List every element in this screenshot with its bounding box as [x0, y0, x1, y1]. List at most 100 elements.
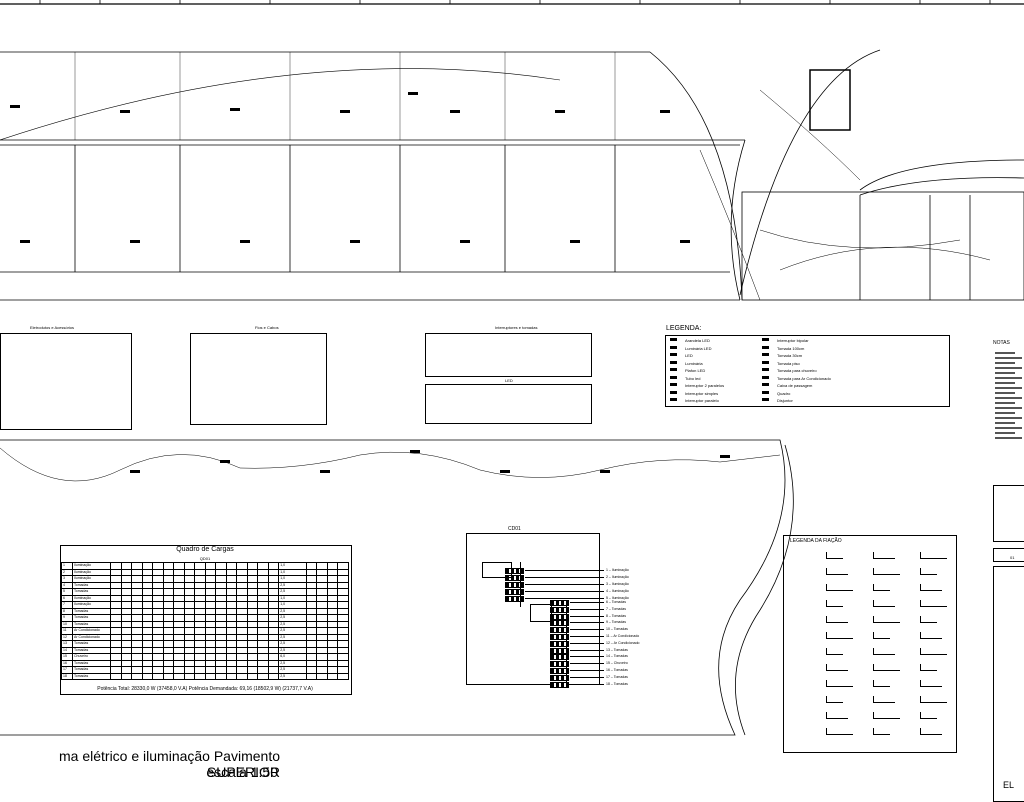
note-line	[995, 417, 1022, 419]
breaker-icon	[550, 627, 569, 634]
wire-symbol-icon	[920, 664, 937, 671]
breaker-icon	[550, 661, 569, 668]
legend-item: Interruptor 2 paralelos	[685, 383, 725, 388]
fixture-symbol	[720, 455, 730, 458]
circuit-label: 8 – Tomadas	[606, 613, 626, 618]
table-cell	[316, 575, 328, 583]
table-cell	[246, 653, 259, 661]
panel-title: CD01	[508, 526, 521, 532]
circuit-line	[570, 608, 604, 610]
circuit-label: 17 – Tomadas	[606, 674, 628, 679]
table-cell	[257, 627, 269, 635]
wire-symbol-icon	[826, 680, 853, 687]
circuit-description: Tomadas	[72, 659, 111, 667]
table-cell	[316, 640, 328, 648]
dr-device-icon	[530, 604, 552, 622]
circuit-description: Tomadas	[72, 588, 111, 596]
circuit-line	[525, 584, 604, 585]
table-cell	[257, 575, 269, 583]
table-cell	[246, 575, 259, 583]
table-cell	[316, 646, 328, 654]
circuit-power: 2,5	[278, 614, 307, 622]
table-cell	[257, 601, 269, 609]
table-cell	[305, 581, 318, 589]
circuit-line	[570, 663, 604, 664]
breaker-icon	[550, 634, 569, 640]
circuit-power: 6,0	[278, 653, 307, 661]
note-line	[995, 427, 1022, 429]
table-cell	[131, 672, 143, 680]
legend-item: Luminária LED	[685, 345, 712, 351]
table-cell	[316, 627, 328, 635]
wire-symbol-icon	[873, 568, 900, 575]
table-cell	[305, 633, 318, 641]
legend-item: Tomada piso	[777, 360, 800, 366]
table-cell	[257, 581, 269, 589]
circuit-power: 2,5	[278, 659, 307, 667]
circuit-power: 1,0	[278, 594, 307, 602]
table-cell	[162, 672, 175, 680]
legend-symbol-icon	[670, 345, 677, 349]
note-line	[995, 422, 1015, 424]
table-cell	[305, 646, 318, 654]
breaker-icon	[550, 606, 569, 613]
legend-item: Tomada 30cm	[777, 353, 803, 358]
wire-symbol-icon	[873, 584, 890, 591]
legend-item: Tomada para Ar Condicionado	[777, 375, 831, 381]
table-cell	[305, 575, 318, 583]
circuit-line	[570, 602, 604, 603]
circuit-description: Tomadas	[72, 666, 111, 674]
note-line	[995, 432, 1015, 434]
circuit-label: 12 – Ar Condicionado	[606, 640, 640, 645]
note-line	[995, 402, 1015, 404]
breaker-icon	[550, 668, 569, 674]
wire-symbol-icon	[873, 600, 895, 607]
load-table-frame	[60, 545, 352, 695]
circuit-label: 14 – Tomadas	[606, 654, 628, 659]
table-cell	[246, 633, 259, 641]
circuit-power: 2,5	[278, 672, 307, 680]
circuit-label: 9 – Tomadas	[606, 620, 626, 625]
legend-item: Plafon LED	[685, 368, 706, 373]
table-cell	[337, 627, 349, 635]
circuit-line	[570, 629, 604, 630]
wire-symbol-icon	[873, 712, 900, 719]
note-line	[995, 377, 1022, 379]
circuit-label: 10 – Tomadas	[606, 627, 628, 632]
table-cell	[257, 653, 269, 661]
table-cell	[194, 672, 206, 680]
note-line	[995, 362, 1015, 364]
table-cell	[246, 588, 259, 596]
legend-item: LED	[685, 353, 693, 358]
table-cell	[246, 659, 259, 667]
wire-symbol-icon	[920, 552, 947, 559]
load-table-total: Potência Total: 28330,0 W (37458,0 V.A) …	[97, 686, 313, 692]
table-cell	[326, 672, 339, 680]
wire-symbol-icon	[920, 616, 937, 623]
table-cell	[337, 633, 349, 641]
fixture-symbol	[410, 450, 420, 453]
circuit-description: Ar Condicionado	[72, 633, 111, 641]
legend-item: Tomada 100cm	[777, 345, 805, 351]
table-cell	[337, 653, 349, 661]
table-cell	[110, 672, 122, 680]
table-cell	[337, 568, 349, 576]
circuit-line	[570, 649, 604, 651]
circuit-label: 2 – Iluminação	[606, 575, 629, 579]
breaker-icon	[505, 596, 524, 602]
table-cell	[316, 581, 328, 589]
table-cell	[305, 562, 318, 570]
table-frame	[0, 333, 132, 430]
wire-symbol-icon	[920, 728, 942, 735]
wire-symbol-icon	[826, 728, 853, 735]
table-cell	[152, 672, 164, 680]
main-breaker-icon	[482, 562, 512, 578]
circuit-line	[570, 683, 604, 685]
fixture-symbol	[220, 460, 230, 463]
table-cell	[305, 627, 318, 635]
note-line	[995, 357, 1022, 359]
